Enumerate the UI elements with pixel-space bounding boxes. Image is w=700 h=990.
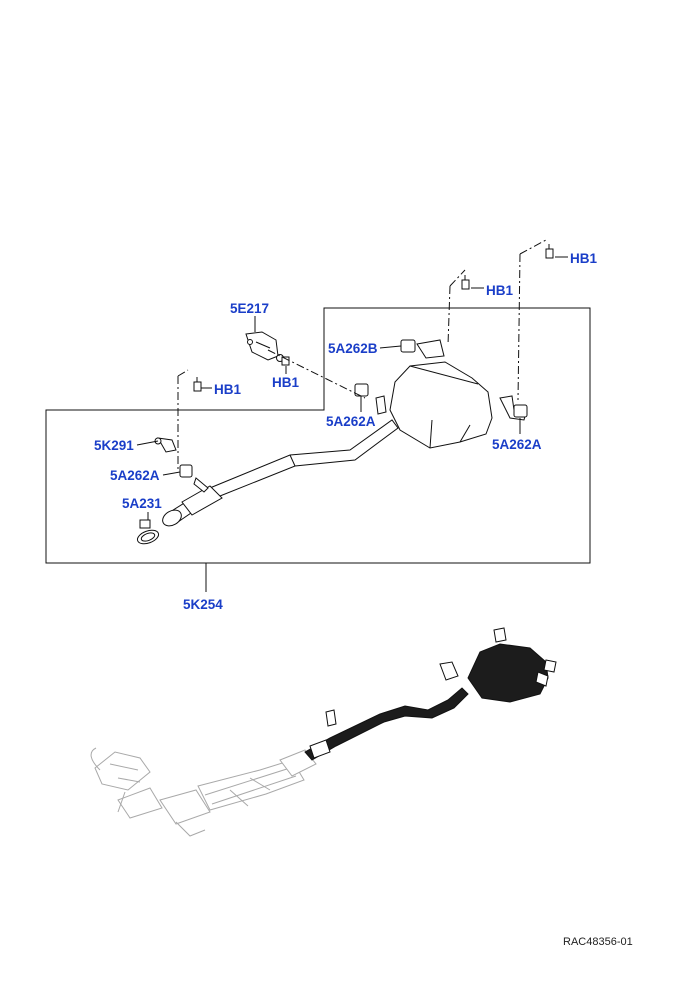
callout-hb1-bracket[interactable]: HB1: [272, 375, 299, 390]
callout-hb1-top[interactable]: HB1: [570, 251, 597, 266]
mount-5a262a-left: [179, 464, 209, 493]
joint-clamp: [309, 739, 331, 759]
bolt-hb1-bracket: [281, 356, 290, 366]
pipe-hanger-left: [325, 709, 337, 727]
bolt-hb1-mid: [461, 275, 470, 290]
callout-5a231[interactable]: 5A231: [122, 496, 162, 511]
exhaust-system-overview: [90, 627, 557, 837]
mount-5a262a-right: [513, 404, 528, 418]
callout-hb1-mid[interactable]: HB1: [486, 283, 513, 298]
clamp-5a231: [136, 519, 160, 545]
mount-5a262b: [400, 339, 445, 359]
bolt-hb1-left: [193, 377, 202, 392]
bolt-hb1-top: [545, 244, 554, 259]
assembly-outline: [45, 307, 591, 564]
muffler-tail-outlet: [535, 671, 549, 687]
muffler-side-bracket: [543, 659, 557, 673]
rear-muffler: [467, 643, 549, 703]
assembly-centerlines: [177, 239, 547, 470]
callout-5a262b[interactable]: 5A262B: [328, 341, 378, 356]
callout-5e217[interactable]: 5E217: [230, 301, 269, 316]
bracket-5e217: [245, 331, 284, 362]
tailpipe-assembly: [162, 361, 527, 527]
drawing-reference: RAC48356-01: [563, 936, 633, 948]
front-exhaust-ghost: [90, 747, 317, 837]
callout-5a262a-center[interactable]: 5A262A: [326, 414, 376, 429]
callout-5k291[interactable]: 5K291: [94, 438, 134, 453]
callout-hb1-left[interactable]: HB1: [214, 382, 241, 397]
pipe-hanger-mid: [439, 661, 459, 681]
bracket-5k291: [154, 437, 177, 453]
callout-5k254[interactable]: 5K254: [183, 597, 223, 612]
callout-5a262a-right[interactable]: 5A262A: [492, 437, 542, 452]
muffler-top-bracket: [493, 627, 507, 643]
leader-lines: [136, 256, 568, 520]
callout-5a262a-left[interactable]: 5A262A: [110, 468, 160, 483]
